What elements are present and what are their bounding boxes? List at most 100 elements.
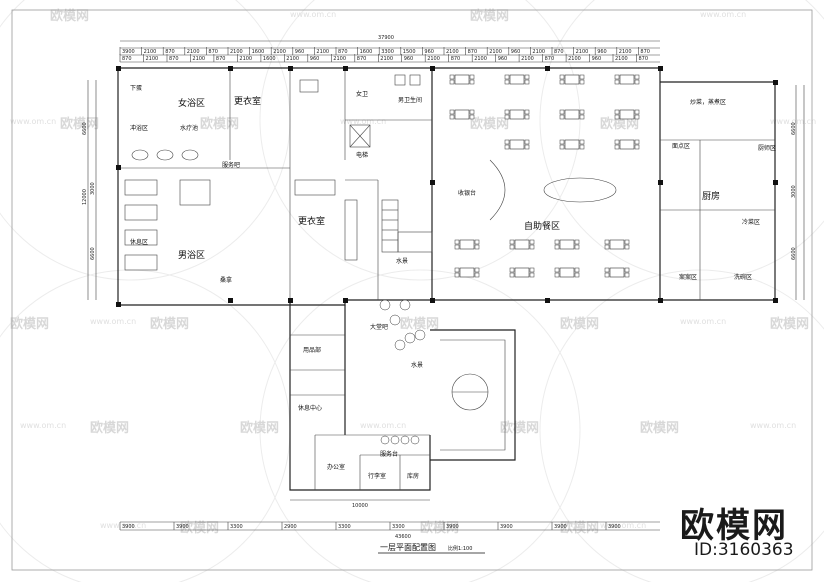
left-dim: 12000 <box>82 189 88 205</box>
watermark-text: 欧模网 <box>420 520 459 536</box>
dining-table <box>559 109 585 120</box>
dimension-label: 3300 <box>381 49 394 55</box>
label-toilet: 男卫生间 <box>398 96 422 104</box>
label-fitness: 休息中心 <box>298 404 322 412</box>
label-rest: 休息区 <box>130 238 148 246</box>
dimension-label: 1600 <box>252 49 265 55</box>
dimension-label: 870 <box>468 49 478 55</box>
dimension-label: 3300 <box>230 524 243 530</box>
label-elevator: 电梯 <box>356 151 368 159</box>
dimension-label: 870 <box>639 56 649 62</box>
dining-table <box>454 239 480 250</box>
dimension-label: 2100 <box>286 56 299 62</box>
label-cashier: 收银台 <box>458 189 476 197</box>
dimension-label: 870 <box>640 49 650 55</box>
dimension-label: 2100 <box>619 49 632 55</box>
watermark-text: 欧模网 <box>200 116 239 132</box>
label-pastry: 面点区 <box>672 142 690 150</box>
label-goods: 用品部 <box>303 346 321 354</box>
dimension-label: 1600 <box>360 49 373 55</box>
label-office: 办公室 <box>327 463 345 471</box>
dimension-label: 870 <box>122 56 132 62</box>
dimension-label: 3900 <box>176 524 189 530</box>
watermark-url: www.om.cn <box>100 521 146 530</box>
label-water-area: 水景 <box>396 257 408 265</box>
watermark-text: 欧模网 <box>560 316 599 332</box>
watermark-text: 欧模网 <box>10 316 49 332</box>
label-water-area-2: 水景 <box>411 361 423 369</box>
dining-table <box>454 267 480 278</box>
watermark-text: 欧模网 <box>600 116 639 132</box>
buffet-tables <box>449 74 640 278</box>
watermark-text: 欧模网 <box>500 420 539 436</box>
dimension-label: 870 <box>357 56 367 62</box>
dining-table <box>509 239 535 250</box>
entry-dim: 10000 <box>352 503 368 509</box>
left-dim: 6600 <box>82 122 88 135</box>
watermark-layer: 欧模网 www.om.cn 欧模网 www.om.cn 欧模网 欧模网 欧模网 … <box>10 8 816 536</box>
watermark-text: 欧模网 <box>60 116 99 132</box>
dimension-label: 2100 <box>615 56 628 62</box>
top-dimension-lines: 37900 <box>120 35 660 63</box>
watermark-url: www.om.cn <box>770 117 816 126</box>
watermark-text: 欧模网 <box>640 420 679 436</box>
right-dimension-lines: 6600 3000 6600 <box>791 85 805 300</box>
watermark-url: www.om.cn <box>700 10 746 19</box>
dimension-label: 2100 <box>316 49 329 55</box>
watermark-url: www.om.cn <box>20 421 66 430</box>
label-stir-fry: 炒菜，蒸煮区 <box>690 98 726 106</box>
dimension-label: 870 <box>338 49 348 55</box>
dimension-label: 2100 <box>380 56 393 62</box>
watermark-url: www.om.cn <box>360 421 406 430</box>
dimension-label: 3900 <box>122 524 135 530</box>
building-walls <box>116 66 778 491</box>
lobby-furniture <box>379 299 426 445</box>
label-men-bath: 男浴区 <box>178 250 205 261</box>
label-lobby: 大堂吧 <box>370 323 388 331</box>
dimension-label: 960 <box>498 56 508 62</box>
label-sauna: 桑拿 <box>220 276 232 284</box>
dimension-label: 2100 <box>333 56 346 62</box>
watermark-text: 欧模网 <box>560 520 599 536</box>
dining-table <box>559 74 585 85</box>
dimension-label: 3300 <box>392 524 405 530</box>
dimension-label: 3900 <box>608 524 621 530</box>
label-women-bath: 女浴区 <box>178 97 205 109</box>
dimension-label: 960 <box>295 49 305 55</box>
dining-table <box>554 267 580 278</box>
room-labels: 女浴区 更衣室 更衣室 男浴区 自助餐区 厨房 炒菜，蒸煮区 案案区 洗碗区 大… <box>130 84 776 480</box>
dimension-label: 870 <box>165 49 175 55</box>
drawing-scale: 比例1:100 <box>448 545 472 552</box>
dimension-label: 2100 <box>489 49 502 55</box>
dimension-label: 2100 <box>146 56 159 62</box>
dining-table <box>604 239 630 250</box>
dimension-label: 1500 <box>403 49 416 55</box>
label-toilet-w: 女卫 <box>356 90 368 98</box>
label-kitchen: 厨房 <box>702 190 720 202</box>
dimension-label: 3900 <box>554 524 567 530</box>
label-wash: 洗碗区 <box>734 273 752 281</box>
watermark-url: www.om.cn <box>90 317 136 326</box>
dimension-label: 3300 <box>338 524 351 530</box>
label-service-desk: 服务台 <box>380 450 398 458</box>
label-storage: 库房 <box>407 472 419 480</box>
dimension-label: 1600 <box>263 56 276 62</box>
label-foot: 服务吧 <box>222 161 240 169</box>
label-pool-area: 冲浴区 <box>130 124 148 132</box>
watermark-text: 欧模网 <box>470 8 509 24</box>
dimension-label: 960 <box>404 56 414 62</box>
total-width-dim: 37900 <box>378 35 394 41</box>
label-staff: 厨师区 <box>758 144 776 152</box>
dimension-label: 2100 <box>187 49 200 55</box>
dimension-label: 960 <box>592 56 602 62</box>
dimension-label: 3900 <box>446 524 459 530</box>
label-luggage: 行李室 <box>368 472 386 480</box>
drawing-title: 一层平面配置图 <box>380 543 436 552</box>
model-id: ID:3160363 <box>694 540 794 560</box>
dining-table <box>449 74 475 85</box>
dimension-label: 2100 <box>427 56 440 62</box>
